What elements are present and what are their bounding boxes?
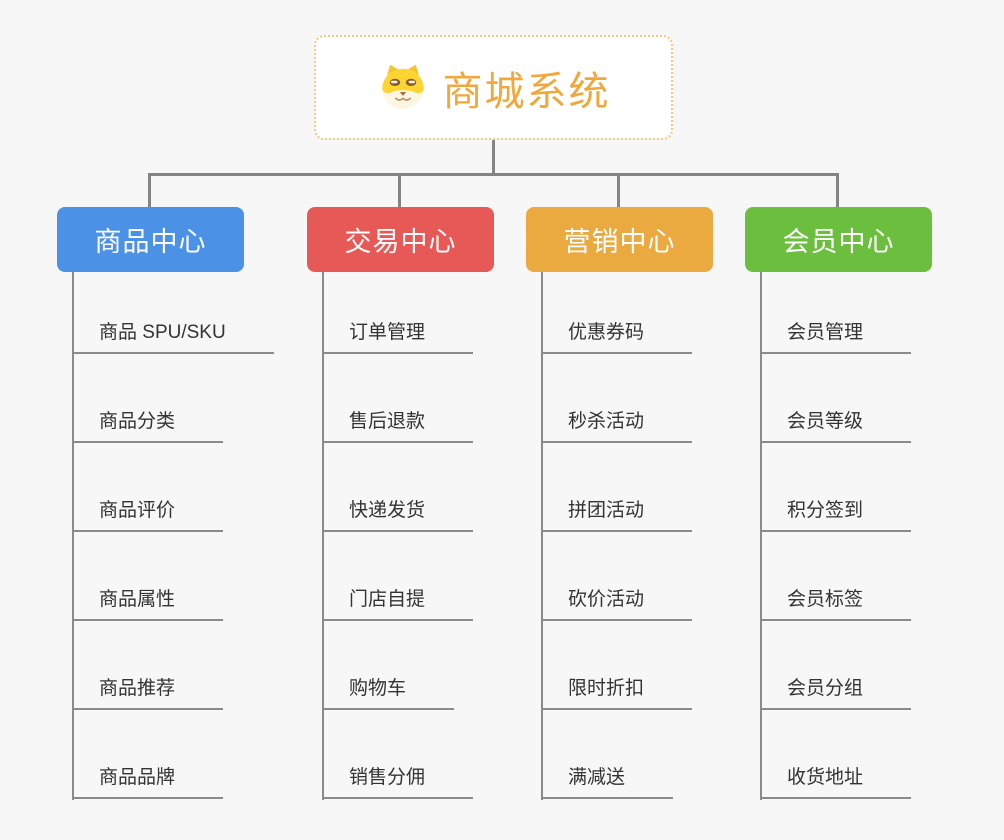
root-connector-line [492, 140, 495, 176]
child-node[interactable]: 商品分类 [72, 411, 224, 443]
branch-label: 营销中心 [563, 227, 676, 257]
child-node[interactable]: 拼团活动 [541, 500, 693, 532]
child-node[interactable]: 门店自提 [322, 589, 474, 621]
branch-drop-line [148, 173, 151, 209]
branch-spine-line [72, 272, 74, 800]
branch-label: 会员中心 [782, 227, 895, 257]
child-node[interactable]: 会员管理 [760, 322, 912, 354]
branch-drop-line [398, 173, 401, 209]
branch-marketing-children: 优惠券码 秒杀活动 拼团活动 砍价活动 限时折扣 满减送 [541, 272, 781, 802]
branch-drop-line [617, 173, 620, 209]
child-node[interactable]: 订单管理 [322, 322, 474, 354]
branch-member-center[interactable]: 会员中心 [745, 207, 932, 272]
child-node[interactable]: 收货地址 [760, 767, 912, 799]
branch-product-center[interactable]: 商品中心 [57, 207, 244, 272]
branch-bus-line [148, 173, 839, 176]
branch-product-children: 商品 SPU/SKU 商品分类 商品评价 商品属性 商品推荐 商品品牌 [72, 272, 312, 802]
branch-marketing-center[interactable]: 营销中心 [526, 207, 713, 272]
dog-face-icon [381, 64, 424, 109]
child-node[interactable]: 商品品牌 [72, 767, 224, 799]
child-node[interactable]: 快递发货 [322, 500, 474, 532]
child-node[interactable]: 会员标签 [760, 589, 912, 621]
branch-trade-children: 订单管理 售后退款 快递发货 门店自提 购物车 销售分佣 [322, 272, 562, 802]
branch-spine-line [541, 272, 543, 800]
child-node[interactable]: 优惠券码 [541, 322, 693, 354]
child-node[interactable]: 满减送 [541, 767, 674, 799]
branch-label: 商品中心 [94, 227, 207, 257]
branch-drop-line [836, 173, 839, 209]
branch-member-children: 会员管理 会员等级 积分签到 会员标签 会员分组 收货地址 [760, 272, 1000, 802]
child-node[interactable]: 销售分佣 [322, 767, 474, 799]
child-node[interactable]: 商品属性 [72, 589, 224, 621]
branch-trade-center[interactable]: 交易中心 [307, 207, 494, 272]
child-node[interactable]: 售后退款 [322, 411, 474, 443]
child-node[interactable]: 购物车 [322, 678, 455, 710]
branch-label: 交易中心 [344, 227, 457, 257]
branch-spine-line [760, 272, 762, 800]
root-title: 商城系统 [442, 69, 611, 114]
child-node[interactable]: 秒杀活动 [541, 411, 693, 443]
child-node[interactable]: 限时折扣 [541, 678, 693, 710]
child-node[interactable]: 商品评价 [72, 500, 224, 532]
child-node[interactable]: 商品 SPU/SKU [72, 322, 274, 354]
child-node[interactable]: 会员等级 [760, 411, 912, 443]
child-node[interactable]: 商品推荐 [72, 678, 224, 710]
root-node-mall-system[interactable]: 商城系统 [314, 35, 673, 140]
branch-spine-line [322, 272, 324, 800]
child-node[interactable]: 会员分组 [760, 678, 912, 710]
child-node[interactable]: 积分签到 [760, 500, 912, 532]
child-node[interactable]: 砍价活动 [541, 589, 693, 621]
